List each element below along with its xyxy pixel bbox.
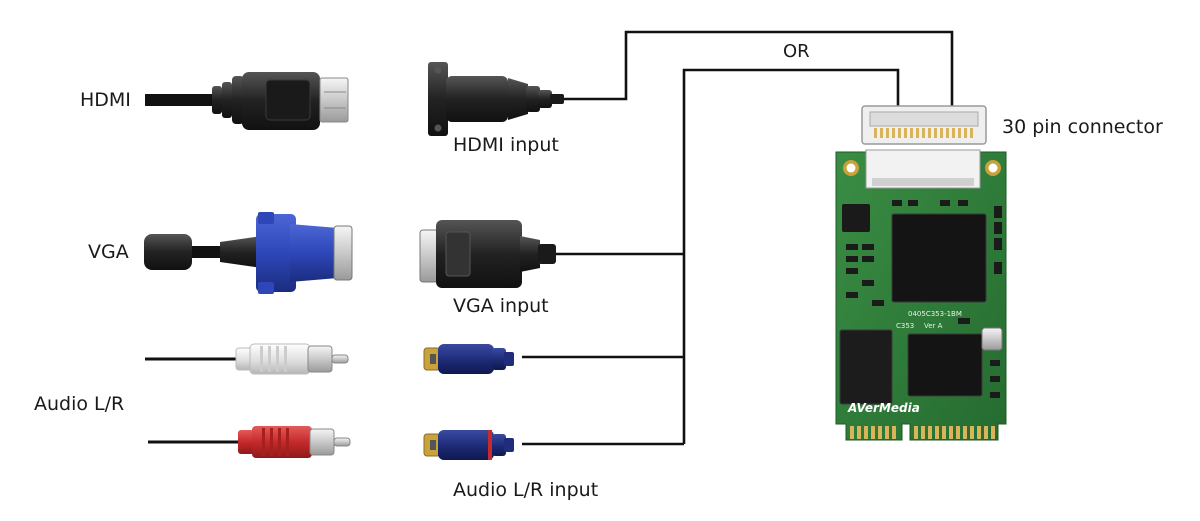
connector-label: 30 pin connector bbox=[1002, 116, 1163, 138]
capture-card-icon: 0405C353-1BM C353 Ver A AVerMedia bbox=[835, 149, 1007, 441]
hdmi-cable-icon bbox=[145, 72, 349, 130]
brand-logo-text: AVerMedia bbox=[847, 401, 920, 415]
vga-input-icon bbox=[419, 220, 556, 288]
vga-cable-icon bbox=[144, 212, 353, 294]
audio-left-jack-icon bbox=[423, 344, 514, 374]
hdmi-input-label: HDMI input bbox=[453, 134, 559, 156]
board-ver-text: Ver A bbox=[924, 322, 943, 330]
rca-red-plug-icon bbox=[148, 426, 351, 458]
audio-right-jack-icon bbox=[423, 430, 514, 460]
hdmi-input-icon bbox=[428, 62, 564, 136]
vga-input-label: VGA input bbox=[453, 295, 549, 317]
wiring bbox=[522, 30, 954, 446]
hdmi-to-connector-wire bbox=[560, 30, 954, 108]
audio-label: Audio L/R bbox=[34, 393, 125, 415]
rca-white-plug-icon bbox=[145, 343, 349, 375]
audio-input-label: Audio L/R input bbox=[453, 479, 599, 501]
vga-label: VGA bbox=[88, 241, 129, 263]
or-label: OR bbox=[783, 41, 810, 62]
board-model-text: C353 bbox=[896, 322, 914, 330]
30-pin-connector-icon bbox=[861, 105, 987, 145]
board-code-text: 0405C353-1BM bbox=[908, 310, 962, 318]
bus-to-connector-wire bbox=[682, 68, 900, 444]
hdmi-label: HDMI bbox=[80, 89, 131, 111]
